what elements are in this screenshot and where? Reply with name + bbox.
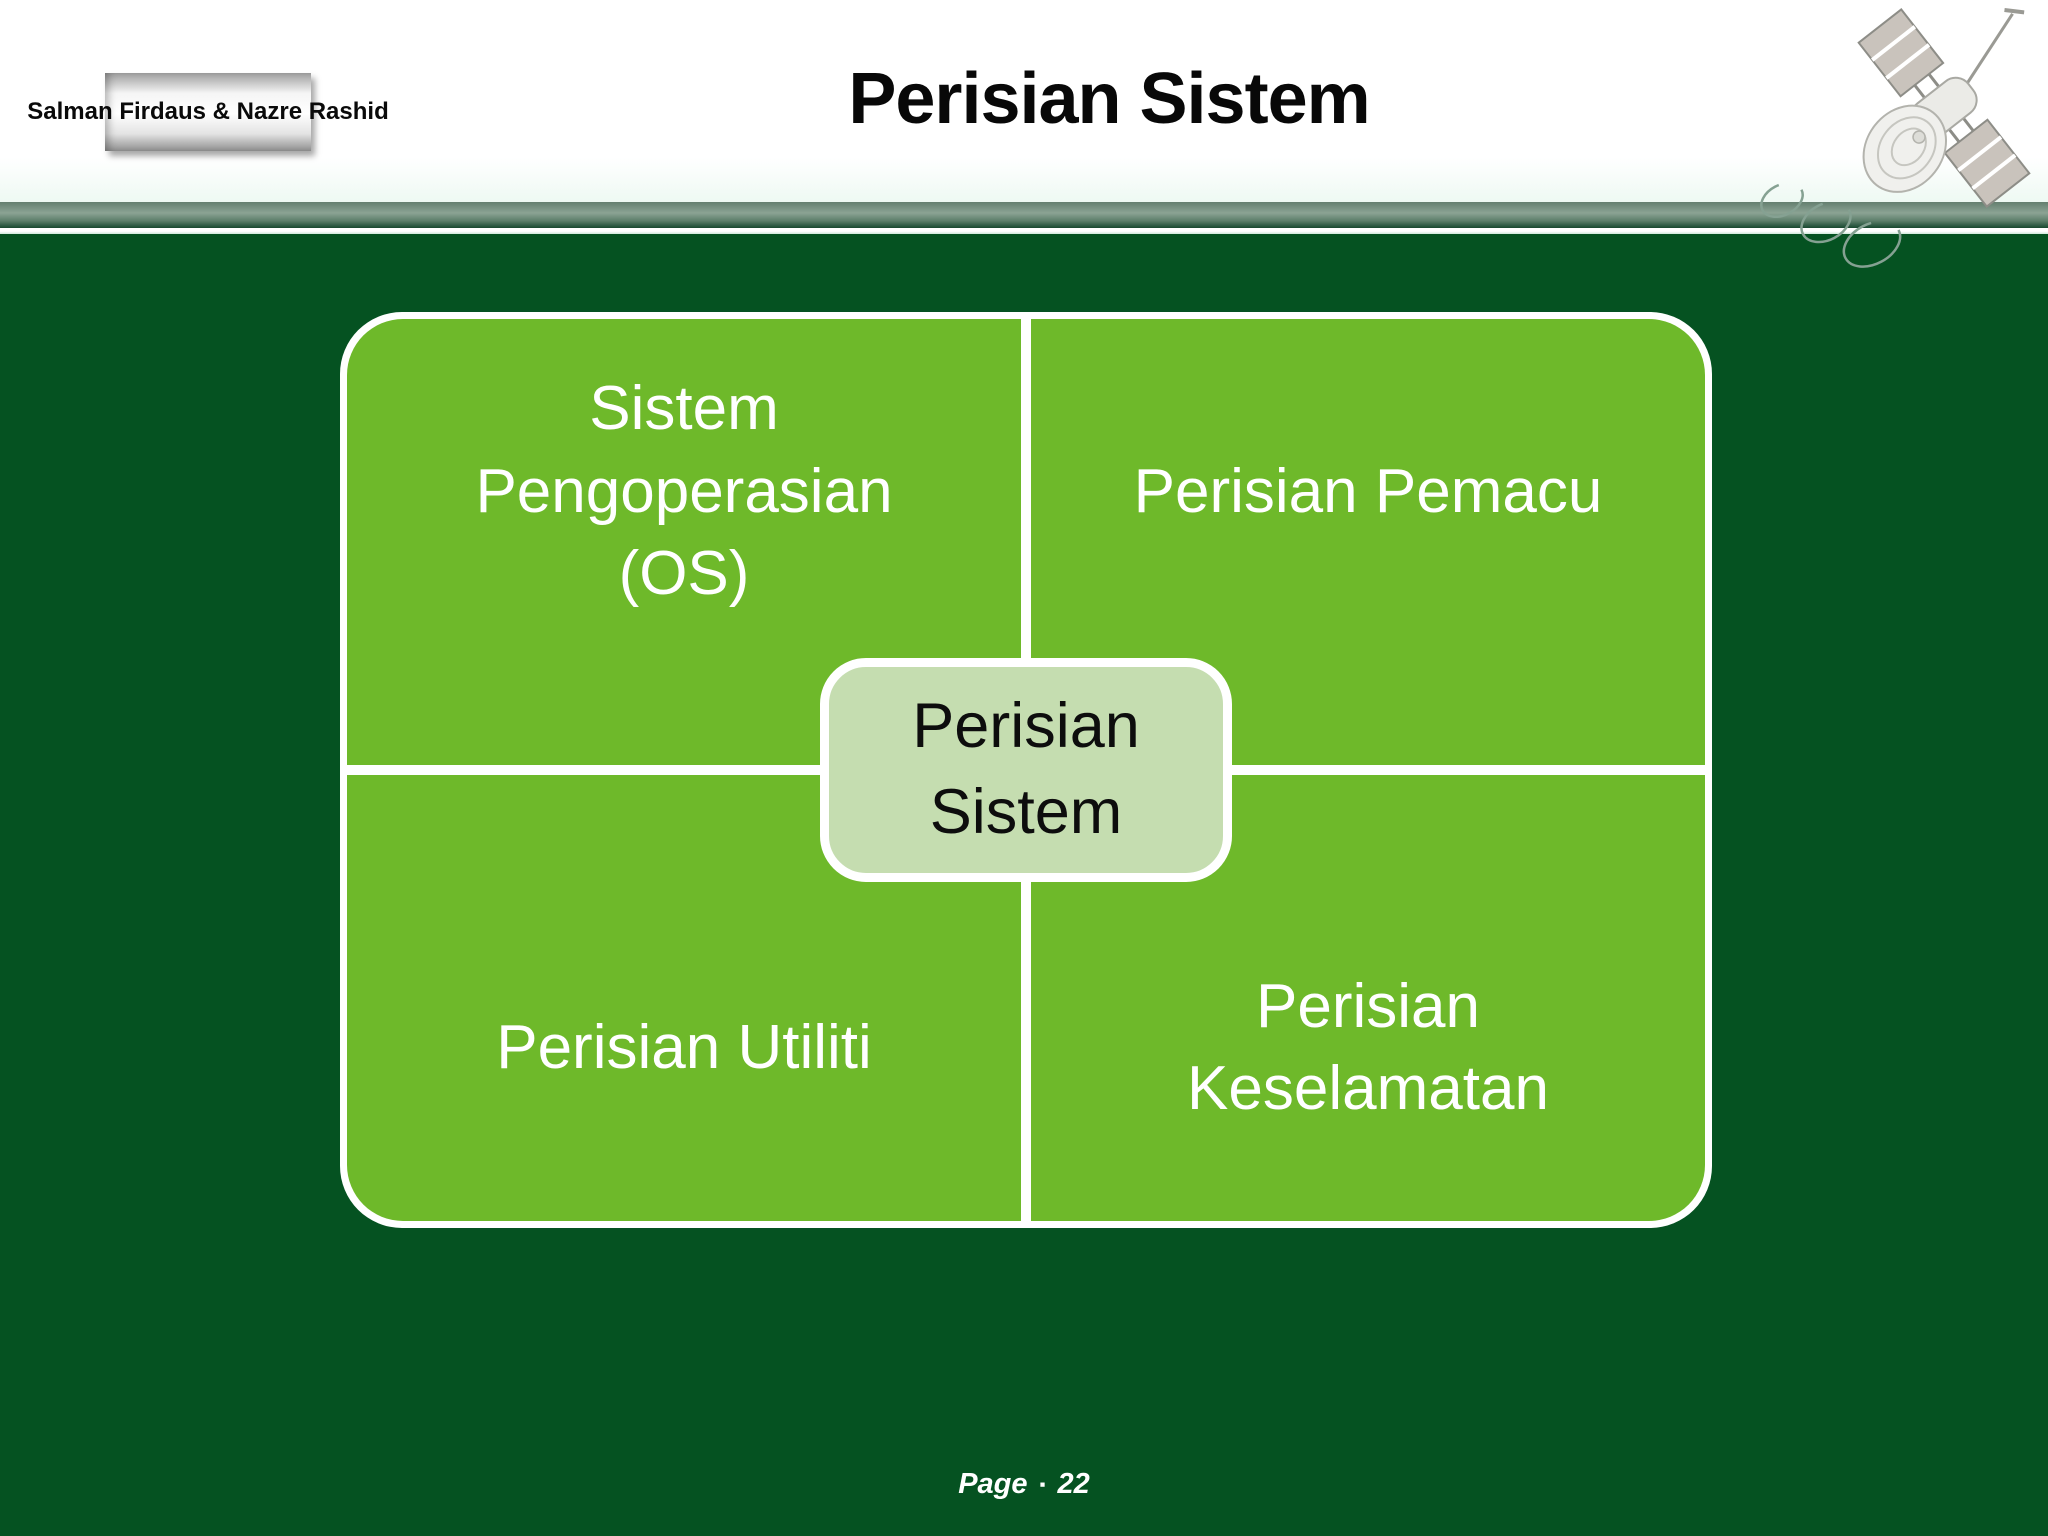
- quadrant-diagram: Sistem Pengoperasian (OS) Perisian Pemac…: [340, 312, 1712, 1228]
- quadrant-label: Perisian Utiliti: [496, 1012, 872, 1082]
- quadrant-label: Perisian Keselamatan: [1187, 971, 1549, 1123]
- diagram-center-box: Perisian Sistem: [820, 658, 1232, 882]
- slide-header: Salman Firdaus & Nazre Rashid Perisian S…: [0, 0, 2048, 202]
- authors-plate: Salman Firdaus & Nazre Rashid: [27, 73, 389, 151]
- quadrant-label: Perisian Pemacu: [1133, 456, 1603, 526]
- footer-separator: ▪: [1039, 1475, 1046, 1494]
- header-separator-band: [0, 202, 2048, 228]
- quadrant-label: Sistem Pengoperasian (OS): [475, 374, 893, 609]
- page-title: Perisian Sistem: [848, 59, 1370, 139]
- page-footer: Page ▪ 22: [0, 1468, 2048, 1501]
- footer-page-label: Page: [958, 1468, 1028, 1500]
- center-box-label: Perisian Sistem: [912, 691, 1140, 847]
- quadrant-bottom-left: Perisian Utiliti: [347, 775, 1021, 1221]
- header-separator-line: [0, 228, 2048, 234]
- authors-label: Salman Firdaus & Nazre Rashid: [27, 98, 389, 125]
- footer-page-number: 22: [1057, 1468, 1090, 1500]
- satellite-icon: [1760, 8, 2031, 268]
